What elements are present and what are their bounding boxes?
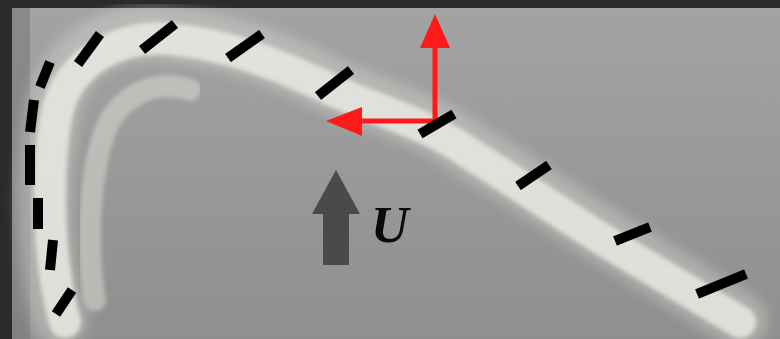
dash-marker (35, 60, 55, 89)
up-arrow-icon (312, 170, 360, 265)
dash-marker (314, 66, 355, 100)
dash-marker (25, 99, 39, 133)
flow-velocity-label: U (371, 197, 409, 254)
dash-marker (73, 31, 105, 67)
dash-markers (25, 20, 748, 317)
dash-marker (695, 269, 748, 299)
dash-marker (417, 109, 457, 139)
dash-marker (225, 29, 265, 63)
dash-marker (515, 160, 552, 191)
dash-marker (51, 287, 77, 317)
dash-marker (45, 239, 58, 271)
dash-marker (613, 222, 652, 246)
red-axis-arrows-icon (326, 14, 450, 136)
dash-marker (138, 20, 179, 54)
